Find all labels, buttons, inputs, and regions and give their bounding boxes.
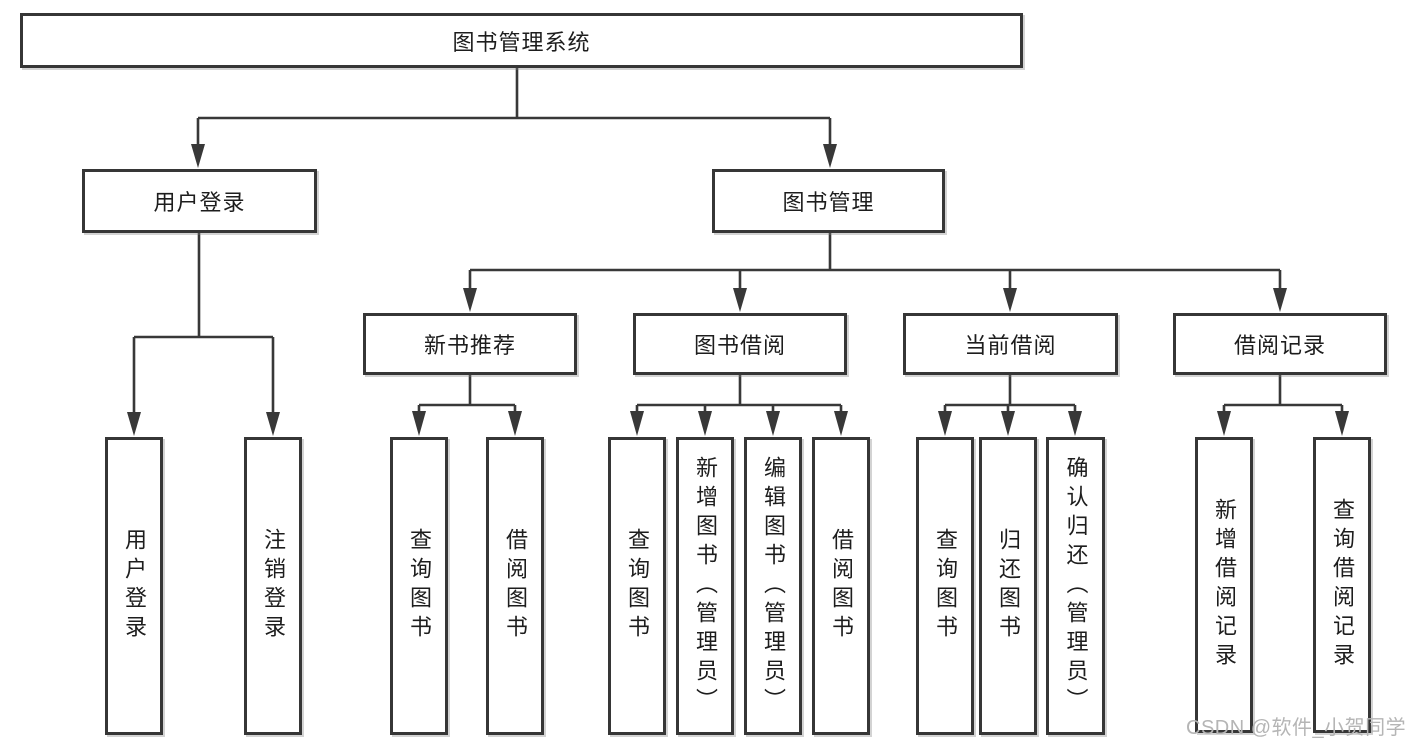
leaf-borrow-books-recommend: 借阅图书 [486,437,544,735]
node-library-management-system: 图书管理系统 [20,13,1023,68]
leaf-user-login: 用户登录 [105,437,163,735]
watermark: CSDN @软件_小贺同学 [1186,717,1405,739]
node-user-login: 用户登录 [82,169,317,233]
leaf-edit-books-admin: 编辑图书（管理员） [744,437,802,735]
node-book-management: 图书管理 [712,169,945,233]
leaf-logout-login: 注销登录 [244,437,302,735]
leaf-confirm-return-admin: 确认归还（管理员） [1046,437,1105,735]
leaf-query-borrow-record: 查询借阅记录 [1313,437,1371,733]
leaf-query-books-recommend: 查询图书 [390,437,448,735]
leaf-query-books-borrow: 查询图书 [608,437,666,735]
node-current-borrowing: 当前借阅 [903,313,1118,375]
leaf-return-books: 归还图书 [979,437,1037,735]
leaf-add-books-admin: 新增图书（管理员） [676,437,734,735]
leaf-borrow-books-borrow: 借阅图书 [812,437,870,735]
leaf-add-borrow-record: 新增借阅记录 [1195,437,1253,733]
node-borrowing-records: 借阅记录 [1173,313,1387,375]
node-new-book-recommendation: 新书推荐 [363,313,577,375]
leaf-query-books-current: 查询图书 [916,437,974,735]
node-book-borrowing: 图书借阅 [633,313,847,375]
